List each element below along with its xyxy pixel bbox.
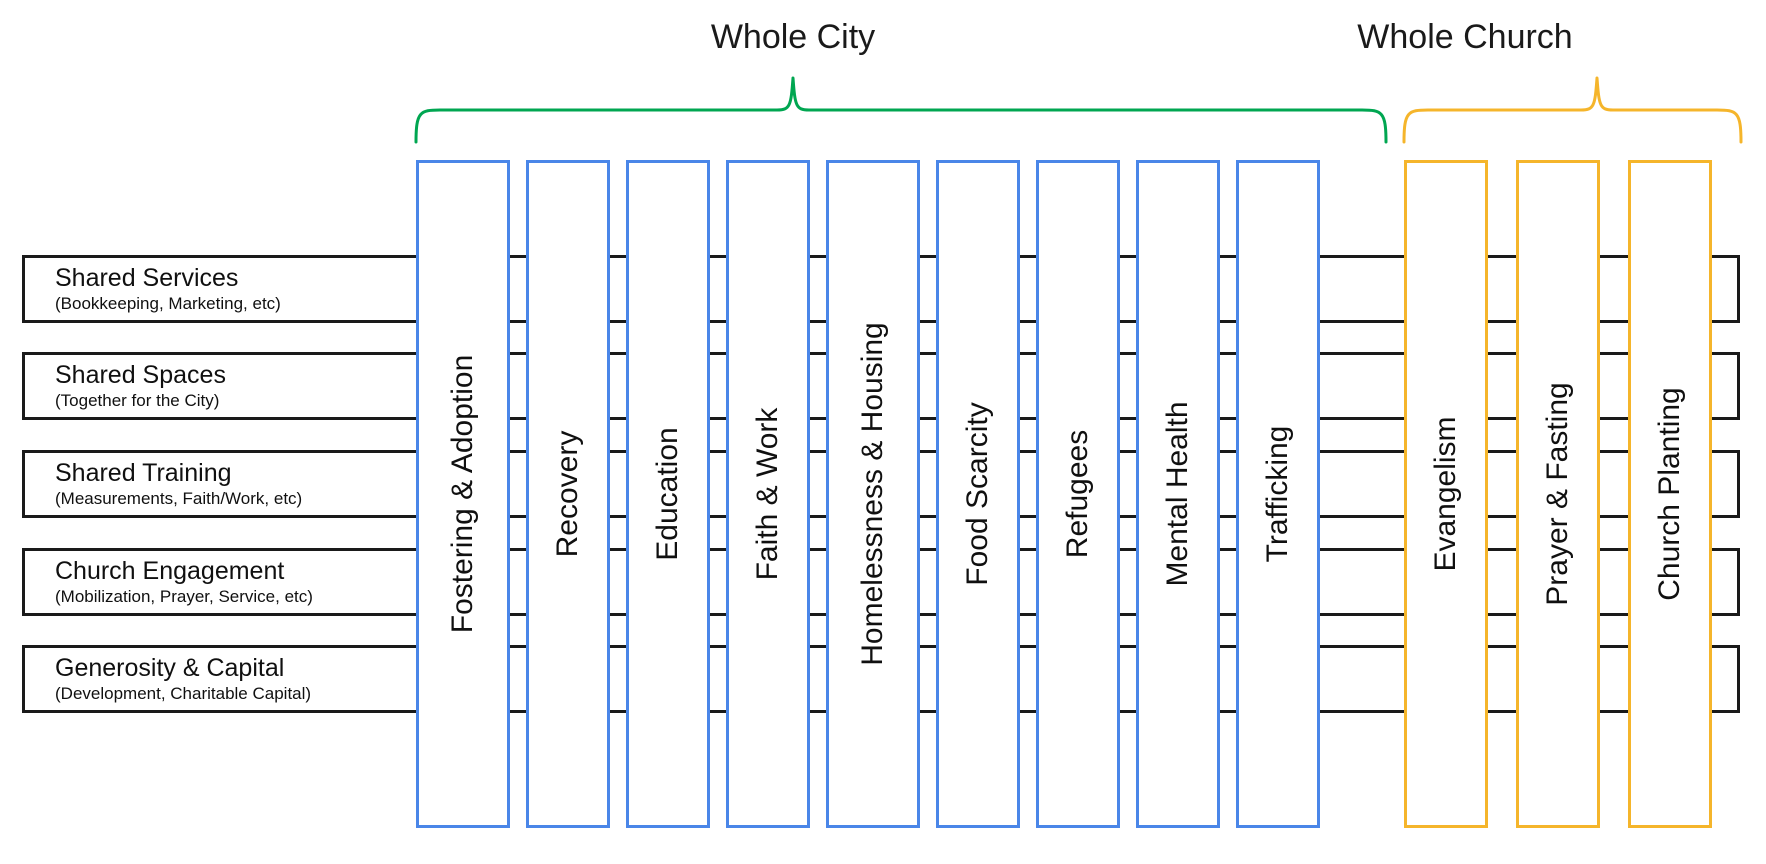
column-label: Refugees <box>1061 429 1094 559</box>
column-recovery[interactable]: Recovery <box>526 160 610 828</box>
column-label: Church Planting <box>1653 387 1686 601</box>
column-label: Food Scarcity <box>961 402 994 586</box>
column-label: Faith & Work <box>751 407 784 581</box>
column-label: Fostering & Adoption <box>446 354 479 634</box>
column-food-scarcity[interactable]: Food Scarcity <box>936 160 1020 828</box>
row-mask <box>26 453 378 515</box>
row-mask <box>26 355 378 417</box>
column-label: Mental Health <box>1161 401 1194 587</box>
column-mental-health[interactable]: Mental Health <box>1136 160 1220 828</box>
column-evangelism[interactable]: Evangelism <box>1404 160 1488 828</box>
column-refugees[interactable]: Refugees <box>1036 160 1120 828</box>
group-title-whole-church: Whole Church <box>1357 18 1573 56</box>
column-label: Prayer & Fasting <box>1541 382 1574 606</box>
column-trafficking[interactable]: Trafficking <box>1236 160 1320 828</box>
column-fostering-adoption[interactable]: Fostering & Adoption <box>416 160 510 828</box>
column-prayer-fasting[interactable]: Prayer & Fasting <box>1516 160 1600 828</box>
column-education[interactable]: Education <box>626 160 710 828</box>
column-label: Evangelism <box>1429 416 1462 572</box>
row-mask <box>26 648 378 710</box>
group-title-whole-city: Whole City <box>710 18 876 56</box>
column-label: Education <box>651 427 684 561</box>
column-homelessness-housing[interactable]: Homelessness & Housing <box>826 160 920 828</box>
row-mask <box>26 258 378 320</box>
column-faith-work[interactable]: Faith & Work <box>726 160 810 828</box>
column-church-planting[interactable]: Church Planting <box>1628 160 1712 828</box>
row-mask <box>26 551 378 613</box>
column-label: Trafficking <box>1261 425 1294 563</box>
column-label: Recovery <box>551 430 584 558</box>
column-label: Homelessness & Housing <box>856 322 889 666</box>
